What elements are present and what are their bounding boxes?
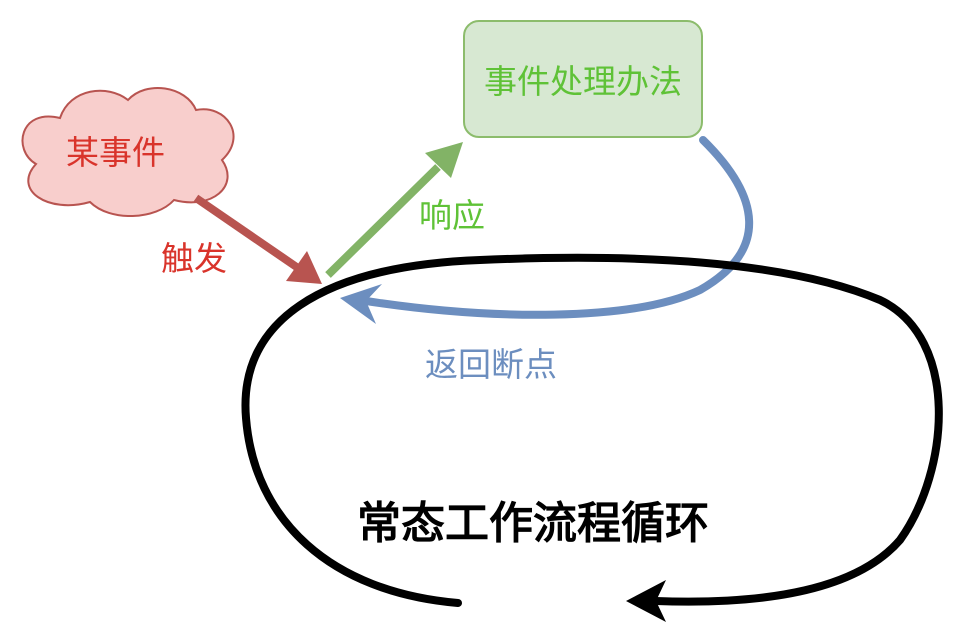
respond-arrowhead [425,142,463,178]
handler-node-label: 事件处理办法 [484,62,682,101]
loop-label: 常态工作流程循环 [357,498,709,549]
return-arrow-curve [362,136,754,319]
trigger-arrowhead [286,251,322,284]
trigger-arrow-line [193,194,301,272]
event-node-label: 某事件 [66,133,165,172]
trigger-edge-label: 触发 [161,239,227,278]
event-cloud-shape [21,86,235,218]
respond-arrow-line [325,164,441,278]
respond-edge-label: 响应 [419,196,485,235]
return-edge-label: 返回断点 [425,345,557,384]
loop-arrowhead [626,580,666,622]
return-arrowhead [340,284,382,324]
loop-curve [241,253,943,607]
handler-node: 事件处理办法 [463,20,703,138]
